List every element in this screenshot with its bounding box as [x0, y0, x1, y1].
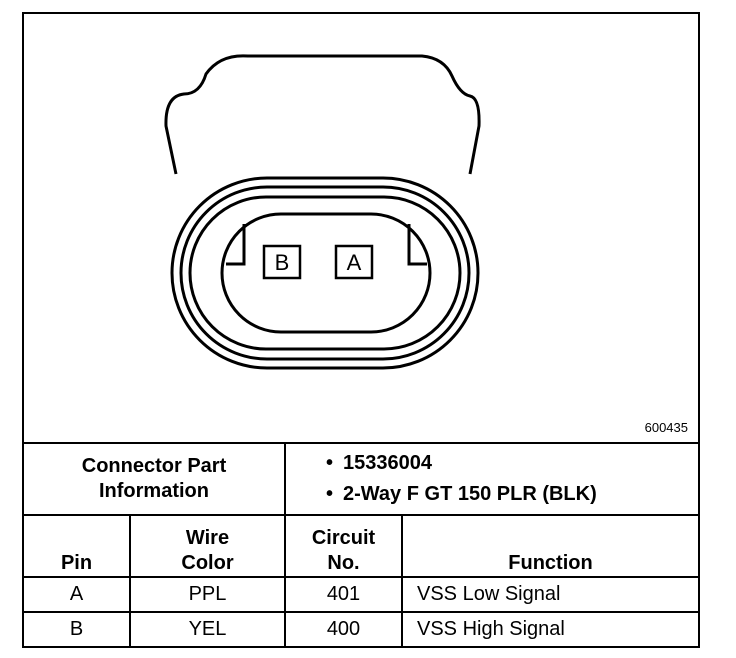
connector-drawing: B A	[164, 54, 481, 370]
row-b-circuit: 400	[284, 611, 403, 646]
header-circuit-no: Circuit No.	[284, 514, 403, 578]
row-b-pin: B	[24, 611, 131, 646]
table-header-row: Pin Wire Color Circuit No. Function	[24, 514, 698, 578]
connector-info-table: Connector Part Information 15336004 2-Wa…	[24, 442, 698, 646]
connector-diagram-frame: B A 600435 Connector Part Information 15…	[22, 12, 700, 648]
header-wire-color: Wire Color	[129, 514, 286, 578]
connector-latch	[164, 54, 481, 175]
row-a-wire-color: PPL	[129, 576, 286, 613]
pin-b-box	[262, 244, 302, 280]
pin-a-box	[334, 244, 374, 280]
connector-outer-shell	[170, 176, 480, 370]
table-row: A PPL 401 VSS Low Signal	[24, 576, 698, 613]
keying-slot-left	[226, 224, 246, 266]
figure-number: 600435	[644, 420, 688, 435]
header-pin: Pin	[24, 514, 131, 578]
part-info-label: Connector Part Information	[24, 442, 286, 516]
row-b-wire-color: YEL	[129, 611, 286, 646]
keying-slot-right	[407, 224, 427, 266]
part-number: 15336004	[326, 448, 698, 479]
part-description: 2-Way F GT 150 PLR (BLK)	[326, 479, 698, 510]
table-row: B YEL 400 VSS High Signal	[24, 611, 698, 646]
row-a-function: VSS Low Signal	[401, 576, 698, 613]
connector-middle-ring	[179, 185, 471, 361]
part-info-values: 15336004 2-Way F GT 150 PLR (BLK)	[284, 442, 698, 516]
connector-inner-ring	[188, 195, 462, 351]
part-info-row: Connector Part Information 15336004 2-Wa…	[24, 442, 698, 516]
header-function: Function	[401, 514, 698, 578]
pin-b-label: B	[275, 250, 290, 275]
row-a-circuit: 401	[284, 576, 403, 613]
row-a-pin: A	[24, 576, 131, 613]
part-info-label-line1: Connector Part	[81, 455, 227, 477]
row-b-function: VSS High Signal	[401, 611, 698, 646]
part-info-label-line2: Information	[99, 480, 209, 502]
pin-a-label: A	[347, 250, 362, 275]
pin-cavity-housing	[220, 212, 432, 334]
